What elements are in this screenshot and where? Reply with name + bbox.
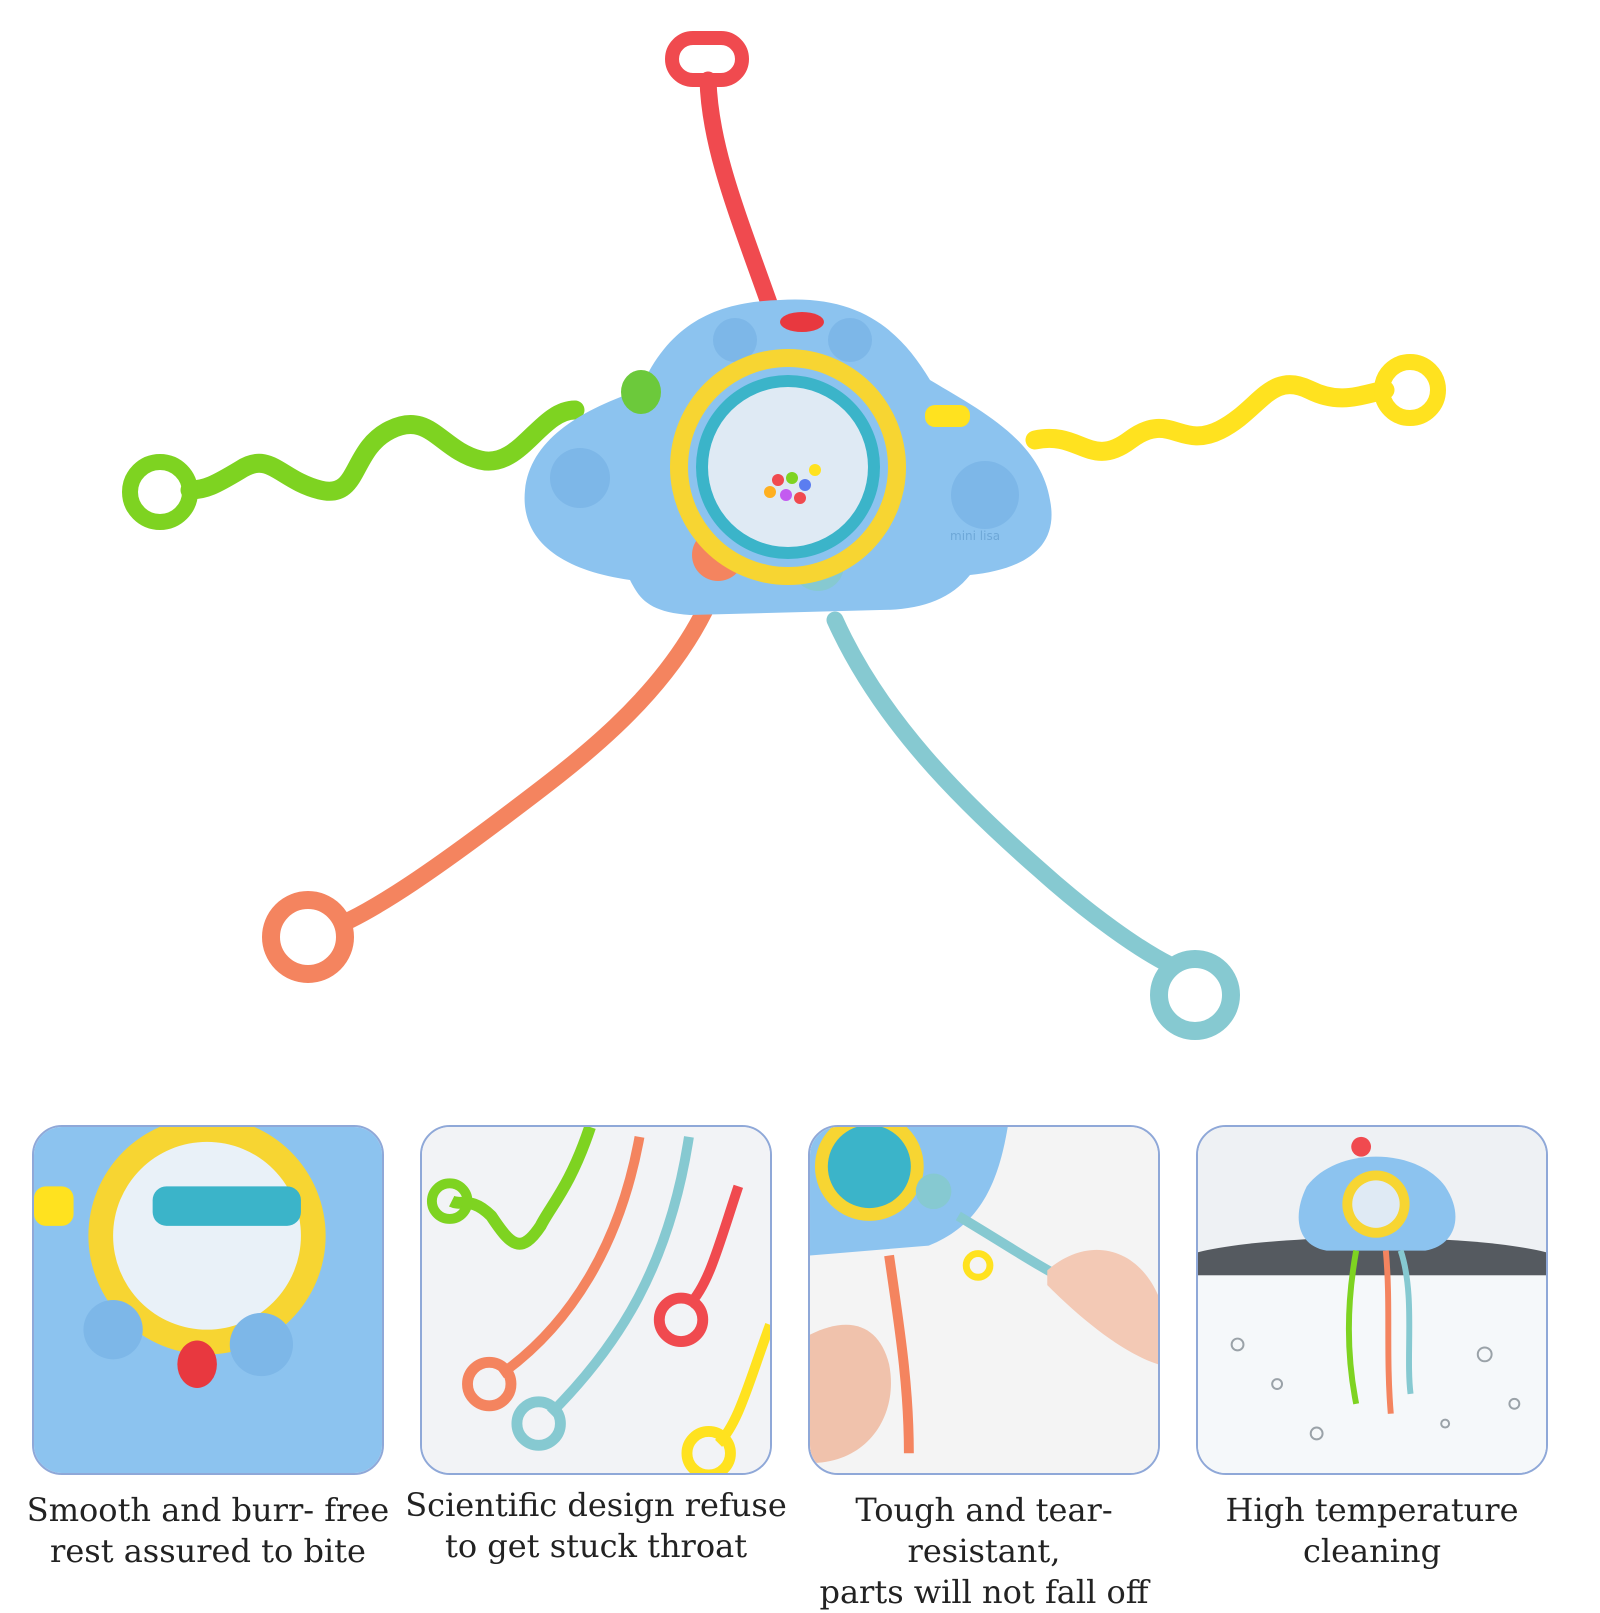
caption-line: Tough and tear-resistant, <box>855 1491 1113 1570</box>
caption-line: Smooth and burr- free <box>26 1491 390 1529</box>
caption-line: Scientific design refuse <box>405 1486 787 1524</box>
feature-caption-1: Smooth and burr- free rest assured to bi… <box>8 1490 408 1572</box>
water-cleaning-image <box>1198 1127 1546 1473</box>
feature-panel-2 <box>420 1125 772 1475</box>
feature-panel-4 <box>1196 1125 1548 1475</box>
green-pull-cord <box>122 400 585 530</box>
feature-panel-1 <box>32 1125 384 1475</box>
feature-caption-2: Scientific design refuse to get stuck th… <box>396 1485 796 1567</box>
toy-body: mini lisa <box>524 299 1052 615</box>
caption-line: High temperature <box>1225 1491 1519 1529</box>
caption-line: rest assured to bite <box>50 1532 366 1570</box>
teal-pull-cord <box>826 611 1240 1040</box>
feature-panel-3 <box>808 1125 1160 1475</box>
caption-line: cleaning <box>1302 1532 1442 1570</box>
feature-caption-3: Tough and tear-resistant, parts will not… <box>784 1490 1184 1613</box>
red-pull-cord <box>665 31 784 329</box>
hand-pulling-image <box>810 1127 1158 1473</box>
brand-mark: mini lisa <box>950 529 1000 543</box>
hero-product-image: mini lisa <box>122 31 1446 1040</box>
cords-closeup-image <box>422 1127 770 1473</box>
yellow-pull-cord <box>1025 354 1446 461</box>
caption-line: parts will not fall off <box>819 1573 1149 1611</box>
feature-caption-4: High temperature cleaning <box>1172 1490 1572 1572</box>
orange-pull-cord <box>262 601 714 983</box>
caption-line: to get stuck throat <box>444 1527 748 1565</box>
closeup-dome-image <box>34 1127 382 1473</box>
